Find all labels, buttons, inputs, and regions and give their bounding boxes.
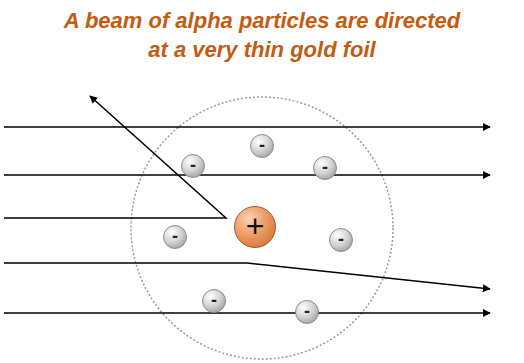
electron-circle: - [250,134,274,158]
electron-circle: - [295,300,319,324]
electron-circle: - [181,154,205,178]
title: A beam of alpha particles are directed a… [52,6,472,64]
electron-charge: - [259,136,265,154]
electron-charge: - [304,302,310,320]
electron-circle: - [163,225,187,249]
electron-circle: - [329,228,353,252]
electron-circle: - [313,156,337,180]
alpha-path [4,263,490,289]
nucleus-charge: + [246,210,265,242]
alpha-path [4,126,490,128]
alpha-path [4,96,226,218]
electron-charge: - [190,156,196,174]
atom-boundary [131,97,393,359]
nucleus-circle: + [234,206,276,248]
electron-circle: - [202,289,226,313]
electron-charge: - [322,158,328,176]
electron-charge: - [211,291,217,309]
alpha-path [4,174,490,176]
alpha-path [4,312,490,314]
electron-charge: - [172,227,178,245]
electron-charge: - [338,230,344,248]
